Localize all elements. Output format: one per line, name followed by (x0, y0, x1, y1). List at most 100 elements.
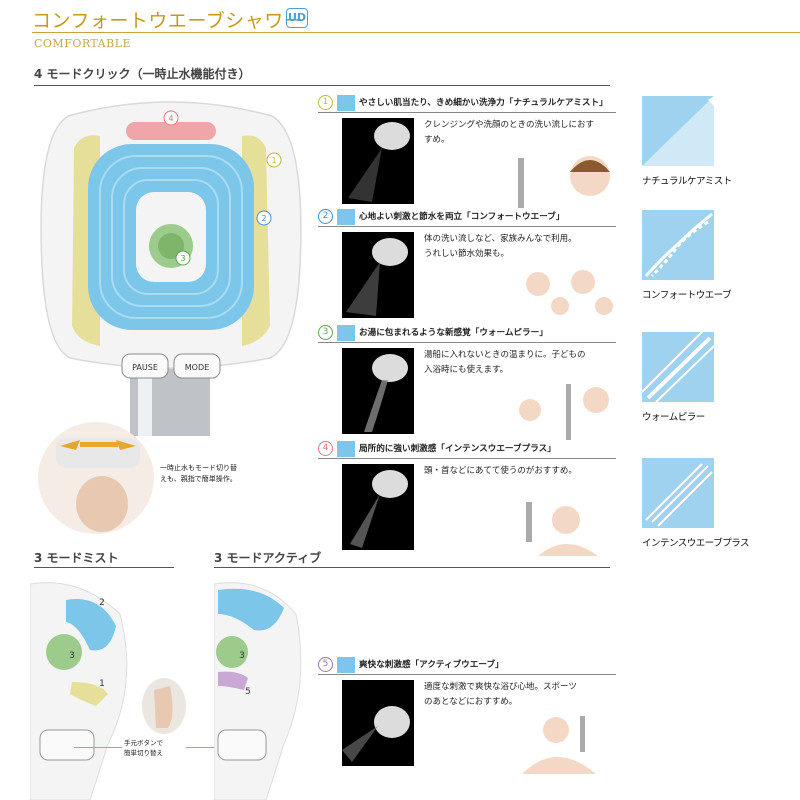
desc-line: すめ。 (424, 135, 450, 145)
zone-2-blue (66, 599, 116, 651)
mode-heading: 1 やさしい肌当たり、きめ細かい洗浄力「ナチュラルケアミスト」 (318, 94, 608, 112)
spray-photo (342, 464, 414, 550)
section-heading-3mist: 3 モードミスト (34, 551, 119, 565)
mode-description: 湯船に入れないときの温まりに。子どもの 入浴時にも使えます。 (424, 348, 614, 378)
button-caption: 手元ボタンで 簡単切り替え (124, 738, 163, 758)
mode-button[interactable] (217, 729, 267, 761)
button-caption-line: 手元ボタンで (124, 739, 163, 747)
mode-number-badge: 1 (318, 95, 333, 110)
mist-mini-icon (337, 94, 355, 111)
pillar-mini-icon (337, 324, 355, 341)
mode-heading-text: お湯に包まれるような新感覚「ウォームピラー」 (359, 328, 548, 338)
callout-4-circle (163, 110, 179, 126)
mode-divider (318, 112, 616, 113)
zone-5-purple (218, 671, 248, 690)
callout-1: 1 (271, 156, 276, 165)
spray-photo (342, 348, 414, 434)
zone-blue (218, 588, 284, 631)
zone-1-yellow (70, 682, 108, 706)
section-heading-4mode: 4 モードクリック（一時止水機能付き） (34, 67, 251, 81)
mode-divider (318, 674, 616, 675)
mode-card-warm-pillar: ウォームピラー (642, 332, 714, 423)
mode-description: 体の洗い流しなど、家族みんなで利用。 うれしい節水効果も。 (424, 232, 614, 262)
section-divider-4mode (34, 85, 610, 86)
mode-heading-text: やさしい肌当たり、きめ細かい洗浄力「ナチュラルケアミスト」 (359, 98, 608, 108)
shower-head-3active-illustration: 3 5 (214, 582, 302, 800)
mist-callout-3: 3 (69, 651, 75, 661)
header-divider (32, 32, 800, 33)
zone-3-green (216, 636, 248, 668)
mist-callout-2: 2 (99, 598, 105, 608)
mode-heading: 3 お湯に包まれるような新感覚「ウォームピラー」 (318, 324, 548, 342)
natural-care-mist-icon (642, 96, 714, 166)
desc-line: 入浴時にも使えます。 (424, 365, 509, 375)
button-press-illustration (142, 678, 186, 734)
mode-card-natural-care-mist: ナチュラルケアミスト (642, 96, 732, 187)
mode-number-badge: 3 (318, 325, 333, 340)
mode-card-label: ナチュラルケアミスト (642, 176, 732, 187)
desc-line: 湯船に入れないときの温まりに。子どもの (424, 350, 586, 360)
sports-man-illustration (522, 716, 596, 774)
ring (99, 155, 243, 319)
mode-card-intense-wave-plus: インテンスウエーブプラス (642, 458, 750, 549)
mode-button[interactable] (39, 729, 95, 761)
callout-3-circle (175, 250, 191, 266)
button-caption-line: 簡単切り替え (124, 749, 163, 757)
callout-2: 2 (261, 214, 266, 223)
thumb-caption: 一時止水もモード切り替 えも、親指で簡単操作。 (160, 463, 237, 485)
active-callout-3: 3 (239, 651, 245, 661)
spray-photo (342, 118, 414, 204)
mode-number-badge: 2 (318, 209, 333, 224)
spray-photo (342, 680, 414, 766)
intense-mini-icon (337, 440, 355, 457)
desc-line: 体の洗い流しなど、家族みんなで利用。 (424, 234, 577, 244)
callout-1-circle (266, 152, 282, 168)
mode-divider (318, 226, 616, 227)
section-divider-3mist (34, 567, 174, 568)
desc-line: のあとなどにおすすめ。 (424, 697, 518, 707)
mode-item-2: 2 心地よい刺激と節水を両立「コンフォートウエーブ」 体の洗い流しなど、家族みんな… (318, 208, 618, 323)
pause-button-label: PAUSE (132, 363, 158, 372)
active-wave-mini-icon (337, 656, 355, 673)
comfort-wave-icon (642, 210, 714, 280)
arrow-left-icon (60, 440, 80, 450)
handle-highlight (138, 366, 152, 436)
zone-4-pink (126, 122, 216, 140)
ring (123, 179, 219, 295)
shower-head-3mist-illustration: 2 3 1 (30, 582, 128, 800)
arrow-bar (80, 442, 118, 447)
mode-divider (318, 342, 616, 343)
thumb-icon (76, 476, 128, 532)
mode-card-label: インテンスウエーブプラス (642, 538, 750, 549)
wave-mini-icon (337, 208, 355, 225)
warm-pillar-icon (642, 332, 714, 402)
mode-button[interactable] (173, 353, 221, 379)
pause-button[interactable] (121, 353, 169, 379)
section-heading-3active: 3 モードアクティブ (214, 551, 322, 565)
mode-item-1: 1 やさしい肌当たり、きめ細かい洗浄力「ナチュラルケアミスト」 クレンジングや洗顔… (318, 94, 618, 209)
thumb-caption-line: 一時止水もモード切り替 (160, 464, 237, 472)
arrow-right-icon (116, 440, 136, 450)
shower-head-4mode-illustration: PAUSE MODE 4 1 2 3 (40, 101, 302, 436)
section-divider-3active (214, 567, 610, 568)
zone-3-green (46, 634, 82, 670)
mode-divider (318, 458, 616, 459)
ring (111, 167, 231, 307)
desc-line: うれしい節水効果も。 (424, 249, 510, 259)
mode-heading: 2 心地よい刺激と節水を両立「コンフォートウエーブ」 (318, 208, 564, 226)
child-bathing-illustration (519, 384, 609, 440)
mode-description: 頭・首などにあてて使うのがおすすめ。 (424, 464, 614, 479)
mode-heading-text: 心地よい刺激と節水を両立「コンフォートウエーブ」 (359, 212, 565, 222)
mode-item-3: 3 お湯に包まれるような新感覚「ウォームピラー」 湯船に入れないときの温まりに。子… (318, 324, 618, 440)
mode-number-badge: 4 (318, 441, 333, 456)
callout-2-circle (256, 210, 272, 226)
face-washing-illustration (518, 156, 610, 208)
ud-badge-icon: UD (286, 8, 308, 28)
desc-line: クレンジングや洗顔のときの洗い流しにおす (424, 120, 595, 130)
family-illustration (526, 270, 613, 315)
